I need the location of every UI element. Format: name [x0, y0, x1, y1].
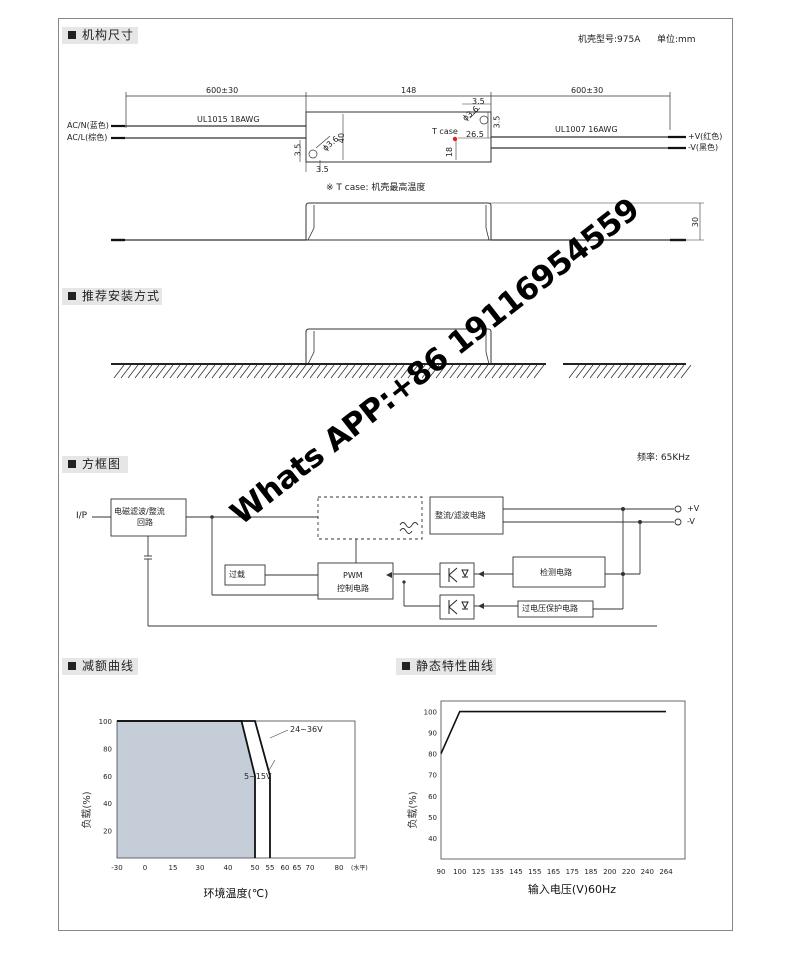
detect-block: 检测电路	[540, 568, 572, 577]
emi-block-line2: 回路	[137, 518, 153, 527]
unit-label: 单位:mm	[657, 35, 696, 45]
dim-3-5-c: 3.5	[316, 165, 329, 174]
emi-block-line1: 电磁滤波/整流	[114, 507, 165, 516]
section-header-install: 推荐安装方式	[62, 288, 162, 305]
acl-label: AC/L(棕色)	[67, 133, 108, 142]
rectifier-block: 整流/滤波电路	[435, 511, 486, 520]
page-frame	[58, 18, 733, 931]
wire-in-label: UL1015 18AWG	[197, 115, 260, 124]
vneg-wire-label: -V(黑色)	[688, 143, 719, 152]
dim-mid: 148	[401, 86, 417, 95]
frequency-label: 频率: 65KHz	[637, 453, 690, 463]
ip-label: I/P	[76, 511, 88, 521]
height-30: 30	[691, 216, 701, 228]
ovp-block: 过电压保护电路	[522, 604, 578, 613]
vpos-wire-label: +V(红色)	[688, 132, 723, 141]
vneg-output-label: -V	[687, 517, 695, 526]
tcase-label: T case	[432, 127, 458, 136]
tcase-note: ※ T case: 机壳最高温度	[326, 183, 426, 193]
dim-3-5-a: 3.5	[472, 97, 485, 106]
acn-label: AC/N(蓝色)	[67, 121, 109, 130]
height-18: 18	[445, 146, 455, 158]
overload-block: 过载	[229, 570, 245, 579]
section-header-dimensions: 机构尺寸	[62, 27, 138, 44]
pwm-block-line2: 控制电路	[337, 584, 369, 593]
pwm-block-line1: PWM	[343, 571, 363, 580]
section-header-block-diagram: 方框图	[62, 456, 128, 473]
section-header-derating: 减额曲线	[62, 658, 138, 675]
dim-right: 600±30	[571, 86, 604, 95]
section-header-static: 静态特性曲线	[396, 658, 496, 675]
vpos-output-label: +V	[687, 504, 700, 513]
dim-26-5: 26.5	[466, 130, 484, 139]
dim-left: 600±30	[206, 86, 239, 95]
dim-3-5-b: 3.5	[492, 115, 502, 129]
dim-3-5-d: 3.5	[293, 143, 303, 157]
wire-out-label: UL1007 16AWG	[555, 125, 618, 134]
case-model: 机壳型号:975A	[578, 35, 641, 45]
